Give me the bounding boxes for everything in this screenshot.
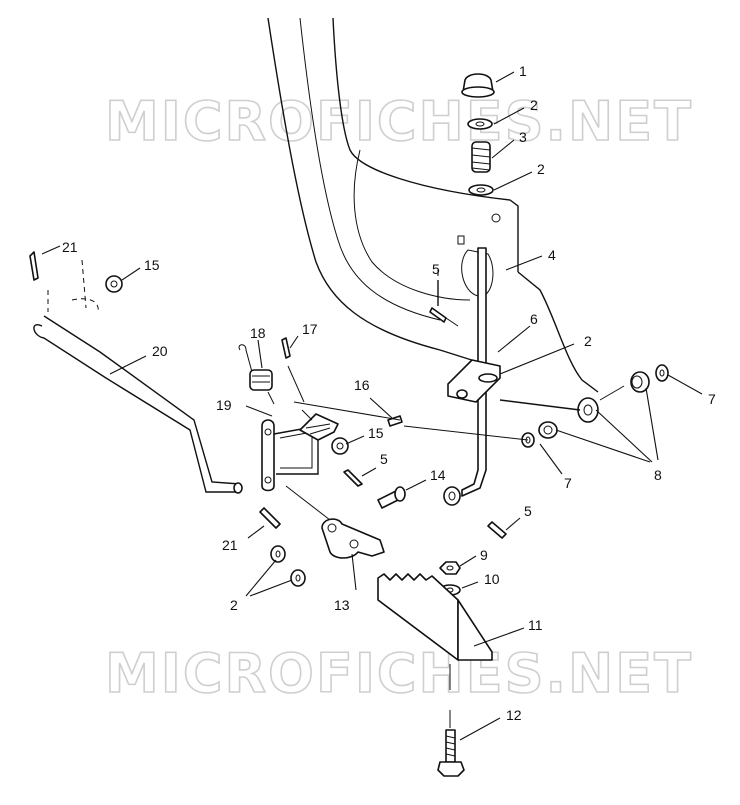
washer-part-2-lower-b [290,569,306,587]
callout-19: 19 [216,397,232,413]
callout-14: 14 [430,467,446,483]
pin-part-21-lower [259,507,281,529]
callout-18: 18 [250,325,266,341]
washer-part-2-lower-a [270,545,286,563]
pin-part-17 [281,337,291,359]
callout-labels: 1 2 3 2 4 5 6 2 7 7 8 21 15 20 18 17 16 … [62,63,716,723]
callout-4: 4 [548,247,556,263]
pedal-pad [299,413,339,441]
bracket-part-19 [261,419,319,492]
spring-part-3 [471,141,491,173]
washer-part-2-top [467,118,493,130]
callout-2: 2 [530,97,538,113]
pin-part-5-right [487,521,507,539]
washer-part-2-upper [468,184,494,196]
callout-5: 5 [524,503,532,519]
pin-part-21-top [29,251,39,281]
callout-10: 10 [484,571,500,587]
washer-part-15-top [105,275,123,293]
callout-20: 20 [152,343,168,359]
callout-5: 5 [380,451,388,467]
leader-lines [41,71,703,741]
callout-21: 21 [222,537,238,553]
pin-part-14 [377,486,461,509]
callout-16: 16 [354,377,370,393]
callout-21: 21 [62,239,78,255]
callout-1: 1 [519,63,527,79]
spring-part-18 [238,344,275,405]
callout-15: 15 [144,257,160,273]
callout-7: 7 [708,391,716,407]
bolt-part-16 [387,415,403,427]
pedal-plate-part-11 [377,573,493,661]
callout-5: 5 [432,261,440,277]
rod-part-20 [33,315,243,494]
watermark-top: MICROFICHES.NET [105,90,693,153]
bolt-part-5-frame [429,307,459,327]
callout-2: 2 [230,597,238,613]
callout-13: 13 [334,597,350,613]
washer-part-7-right [655,364,669,382]
callout-6: 6 [530,311,538,327]
washer-part-15-mid [331,437,349,455]
callout-12: 12 [506,707,522,723]
bushing-part-8-left [538,421,558,439]
callout-17: 17 [302,321,318,337]
callout-7: 7 [564,475,572,491]
callout-2: 2 [584,333,592,349]
callout-3: 3 [519,129,527,145]
bracket-part-13 [321,518,385,559]
bushing-part-8-right [577,371,650,423]
pin-part-5-mid [343,469,363,487]
callout-2: 2 [537,161,545,177]
callout-8: 8 [654,467,662,483]
cap-part-1 [461,73,495,98]
nut-part-9 [439,561,461,575]
bolt-part-12 [437,729,465,777]
watermark-bottom: MICROFICHES.NET [105,642,693,705]
bracket-part-6 [447,359,501,403]
callout-15: 15 [368,425,384,441]
callout-9: 9 [480,547,488,563]
callout-11: 11 [528,617,543,633]
